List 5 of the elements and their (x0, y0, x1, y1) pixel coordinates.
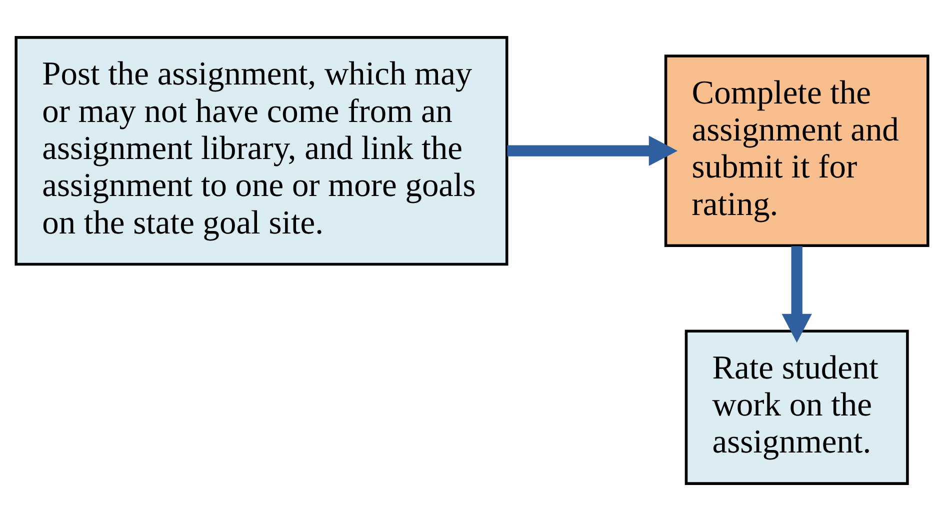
arrow (782, 246, 812, 343)
arrow (507, 136, 678, 166)
node-box: Complete the assignment and submit it for rating. (664, 54, 930, 248)
node-box: Post the assignment, which may or may not have come from an assignment library, and link the assignment to one or more goals on the state goal site. (14, 36, 508, 266)
node-box: Rate student work on the assignment. (684, 330, 909, 485)
